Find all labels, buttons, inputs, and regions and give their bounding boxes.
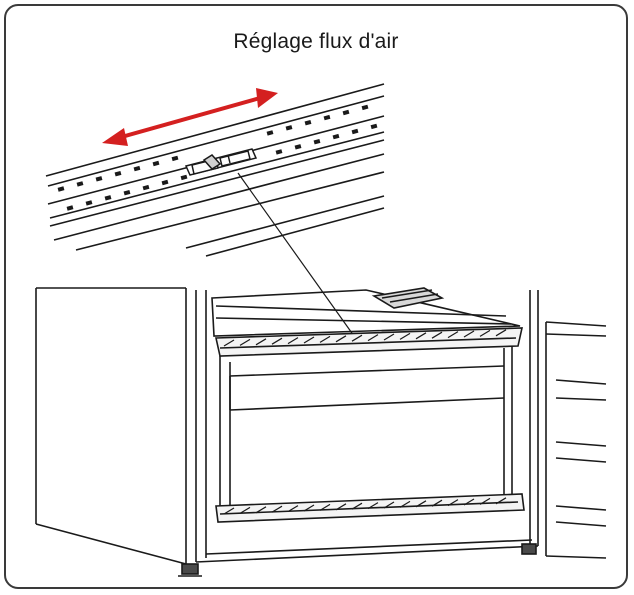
grille-slat: [271, 337, 283, 345]
grille-slat: [399, 332, 411, 340]
diagram-title: Réglage flux d'air: [233, 30, 399, 53]
grille-slat: [223, 339, 235, 347]
vent-hole: [114, 170, 122, 177]
grille-slat: [367, 334, 379, 342]
vent-holes: [57, 104, 378, 211]
grille-slat: [287, 337, 299, 345]
grille-slat: [255, 338, 267, 346]
bottom-grille-slat: [415, 500, 427, 508]
shelf-grille: [223, 329, 507, 515]
airflow-slider: [184, 148, 258, 176]
vent-hole: [266, 130, 274, 136]
grille-slat: [463, 330, 475, 338]
airflow-diagram: [35, 83, 607, 577]
grille-slat: [239, 338, 251, 346]
bottom-grille-slat: [287, 505, 299, 513]
vent-hole: [313, 138, 321, 145]
leader-line: [237, 172, 355, 337]
vent-hole: [370, 123, 378, 130]
cabinet: [35, 287, 607, 577]
vent-hole: [152, 160, 160, 167]
bottom-grille-slat: [335, 503, 347, 511]
vent-hole: [275, 149, 283, 155]
vent-hole: [342, 109, 350, 116]
grille-slat: [415, 332, 427, 340]
vent-hole: [66, 205, 74, 211]
bottom-grille-slat: [319, 503, 331, 511]
vent-hole: [171, 155, 179, 162]
illustration-frame: Réglage flux d'air: [4, 4, 628, 589]
bottom-grille-slat: [351, 502, 363, 510]
vent-hole: [323, 114, 331, 121]
vent-hole: [294, 144, 302, 150]
grille-slat: [479, 329, 491, 337]
bottom-grille-slat: [447, 499, 459, 507]
vent-hole: [285, 125, 293, 131]
grille-slat: [303, 336, 315, 344]
bottom-grille-slat: [271, 505, 283, 513]
vent-hole: [304, 119, 312, 126]
grille-slat: [383, 333, 395, 341]
bottom-grille-slat: [383, 501, 395, 509]
grille-slat: [431, 331, 443, 339]
bottom-grille-slat: [239, 506, 251, 514]
vent-hole: [351, 128, 359, 135]
grille-slat: [447, 331, 459, 339]
bottom-grille-slat: [223, 507, 235, 515]
bottom-grille-slat: [367, 502, 379, 510]
grille-slat: [319, 335, 331, 343]
vent-hole: [361, 104, 369, 111]
bottom-grille-slat: [479, 497, 491, 505]
bottom-grille-slat: [255, 506, 267, 514]
vent-hole: [104, 195, 112, 201]
vent-hole: [142, 184, 150, 191]
vent-hole: [133, 165, 141, 172]
bottom-grille-slat: [303, 504, 315, 512]
vent-hole: [332, 133, 340, 140]
vent-hole: [76, 181, 84, 187]
grille-slat: [335, 335, 347, 343]
slide-direction-arrow: [102, 88, 278, 146]
vent-hole: [180, 174, 188, 181]
bottom-grille-slat: [431, 499, 443, 507]
vent-hole: [161, 179, 169, 186]
vent-hole: [123, 189, 131, 196]
grille-slat: [495, 329, 507, 337]
grille-slat: [351, 334, 363, 342]
bottom-grille-slat: [463, 498, 475, 506]
bottom-grille-slat: [399, 500, 411, 508]
vent-hole: [57, 186, 65, 192]
bottom-grille-slat: [495, 497, 507, 505]
vent-hole: [85, 200, 93, 206]
vent-hole: [95, 176, 103, 182]
